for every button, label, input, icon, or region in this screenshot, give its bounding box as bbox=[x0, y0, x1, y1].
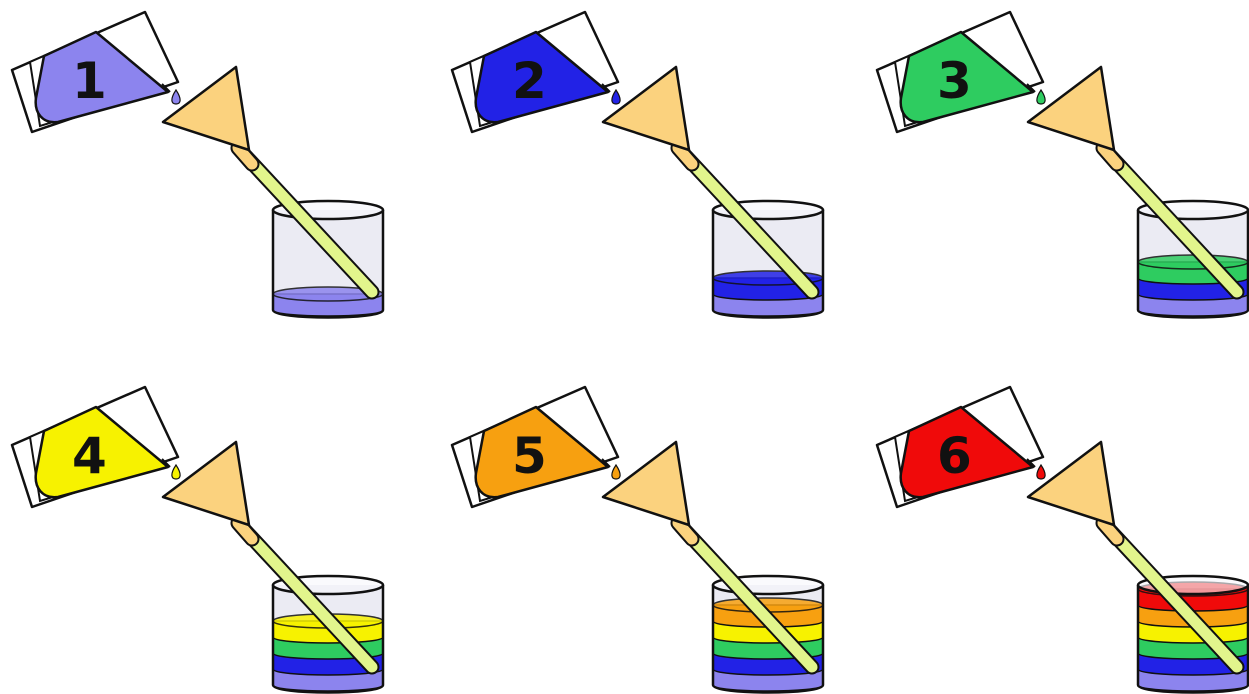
step-panel-2: 2 bbox=[450, 10, 825, 319]
liquid-drop bbox=[611, 88, 621, 105]
step-number-label: 3 bbox=[937, 52, 972, 110]
funnel bbox=[161, 440, 251, 527]
funnel-neck bbox=[1097, 142, 1123, 170]
receiving-glass-1 bbox=[271, 199, 385, 319]
step-panel-6: 6 bbox=[875, 385, 1249, 694]
step-number-label: 1 bbox=[72, 52, 107, 110]
step-number-label: 4 bbox=[72, 427, 107, 485]
funnel bbox=[601, 65, 691, 152]
beaker-liquid-2 bbox=[474, 30, 610, 124]
funnel-neck bbox=[232, 517, 258, 545]
beaker-liquid-6 bbox=[899, 405, 1035, 499]
pouring-beaker-4: 4 bbox=[10, 385, 180, 509]
straw bbox=[1099, 519, 1243, 673]
step-number-label: 6 bbox=[937, 427, 972, 485]
pouring-beaker-5: 5 bbox=[450, 385, 620, 509]
funnel bbox=[1026, 440, 1116, 527]
straw bbox=[234, 519, 378, 673]
step-number-label: 2 bbox=[512, 52, 547, 110]
straw bbox=[1099, 144, 1243, 298]
funnel bbox=[1026, 65, 1116, 152]
funnel-neck bbox=[672, 517, 698, 545]
receiving-glass-2 bbox=[711, 199, 825, 319]
funnel-neck bbox=[1097, 517, 1123, 545]
receiving-glass-4 bbox=[271, 574, 385, 694]
pouring-beaker-3: 3 bbox=[875, 10, 1045, 134]
funnel bbox=[161, 65, 251, 152]
liquid-drop bbox=[1036, 463, 1046, 480]
receiving-glass-6 bbox=[1136, 574, 1249, 694]
straw bbox=[234, 144, 378, 298]
pouring-beaker-6: 6 bbox=[875, 385, 1045, 509]
pouring-beaker-1: 1 bbox=[10, 10, 180, 134]
beaker-liquid-1 bbox=[34, 30, 170, 124]
receiving-glass-3 bbox=[1136, 199, 1249, 319]
liquid-drop bbox=[611, 463, 621, 480]
beaker-liquid-5 bbox=[474, 405, 610, 499]
straw bbox=[674, 144, 818, 298]
funnel-neck bbox=[672, 142, 698, 170]
step-number-label: 5 bbox=[512, 427, 547, 485]
liquid-drop bbox=[171, 463, 181, 480]
pouring-beaker-2: 2 bbox=[450, 10, 620, 134]
step-panel-1: 1 bbox=[10, 10, 385, 319]
step-panel-5: 5 bbox=[450, 385, 825, 694]
beaker-liquid-4 bbox=[34, 405, 170, 499]
beaker-liquid-3 bbox=[899, 30, 1035, 124]
liquid-drop bbox=[1036, 88, 1046, 105]
funnel bbox=[601, 440, 691, 527]
funnel-neck bbox=[232, 142, 258, 170]
straw bbox=[674, 519, 818, 673]
step-panel-4: 4 bbox=[10, 385, 385, 694]
step-panel-3: 3 bbox=[875, 10, 1249, 319]
liquid-drop bbox=[171, 88, 181, 105]
receiving-glass-5 bbox=[711, 574, 825, 694]
